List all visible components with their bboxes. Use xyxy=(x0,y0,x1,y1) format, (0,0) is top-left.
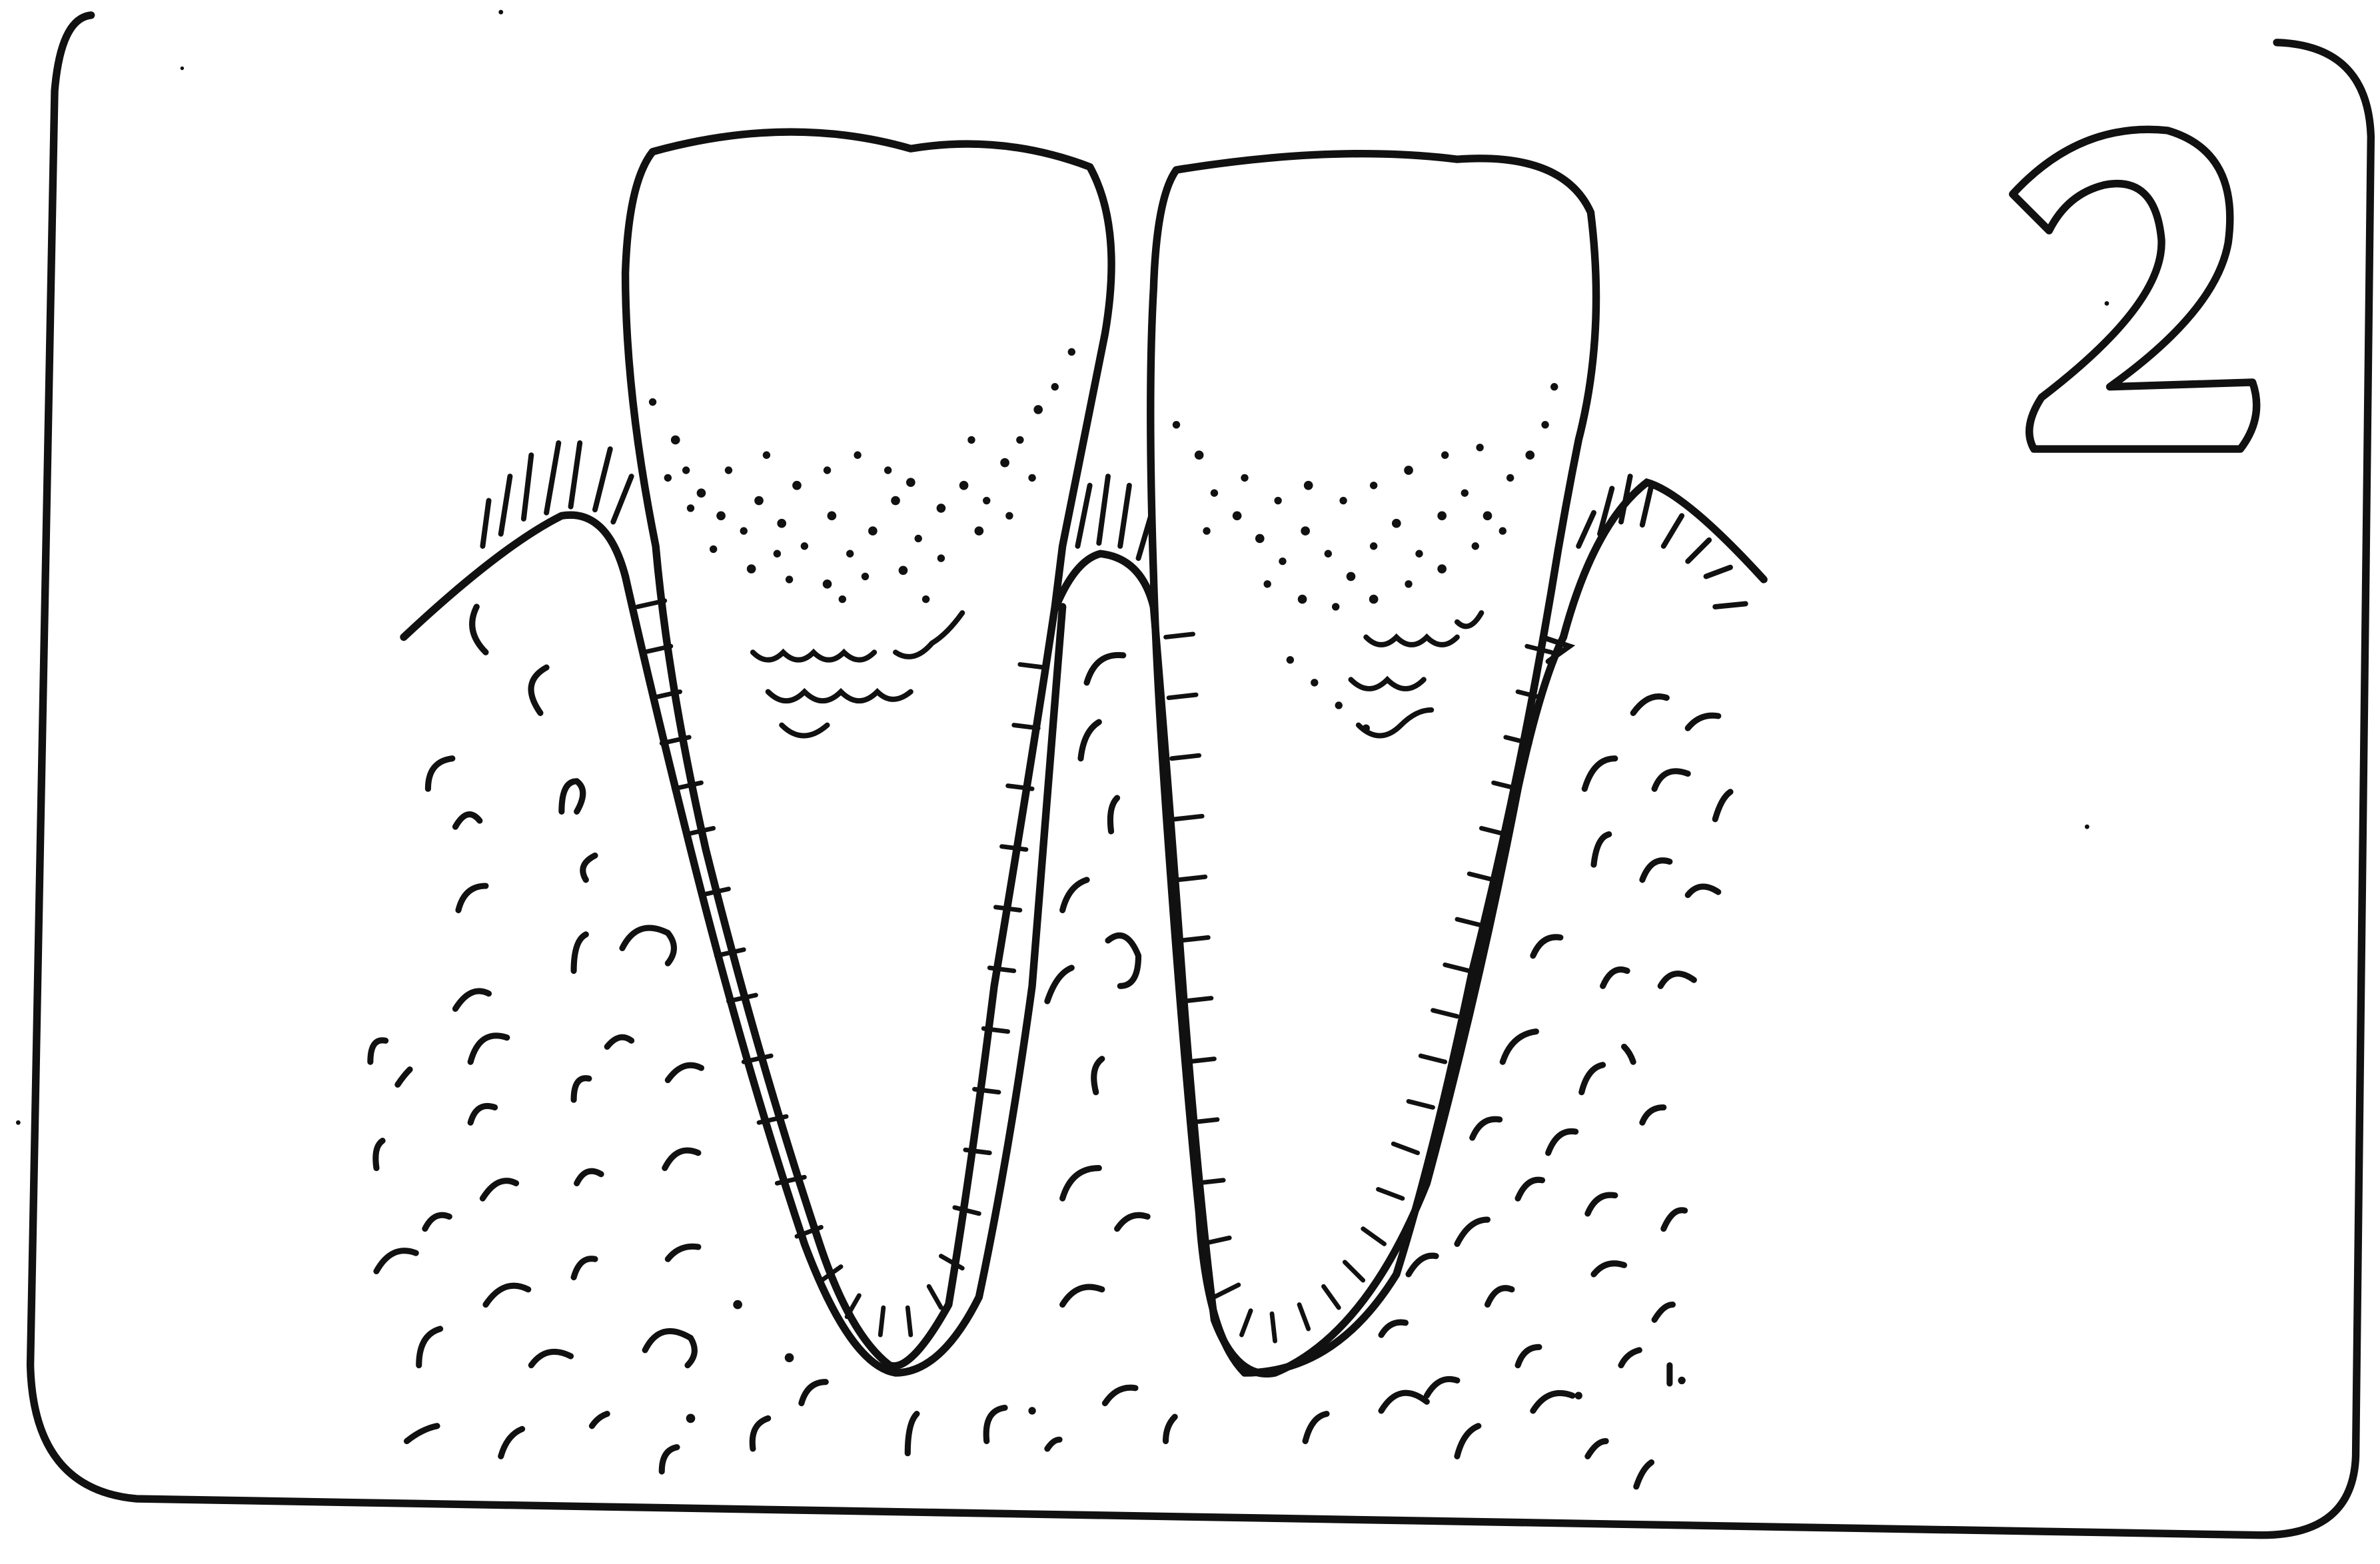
right-tooth-crown xyxy=(1151,154,1596,1373)
gum-line-right xyxy=(1563,482,1764,637)
panel-number-2: 2 xyxy=(1,0,2256,449)
left-tooth-crown xyxy=(626,132,1112,1366)
right-tooth xyxy=(1151,154,1596,1374)
left-tooth xyxy=(626,132,1112,1373)
panel-number-text: 2 xyxy=(1,0,3,2)
gum-line-left xyxy=(404,515,626,637)
